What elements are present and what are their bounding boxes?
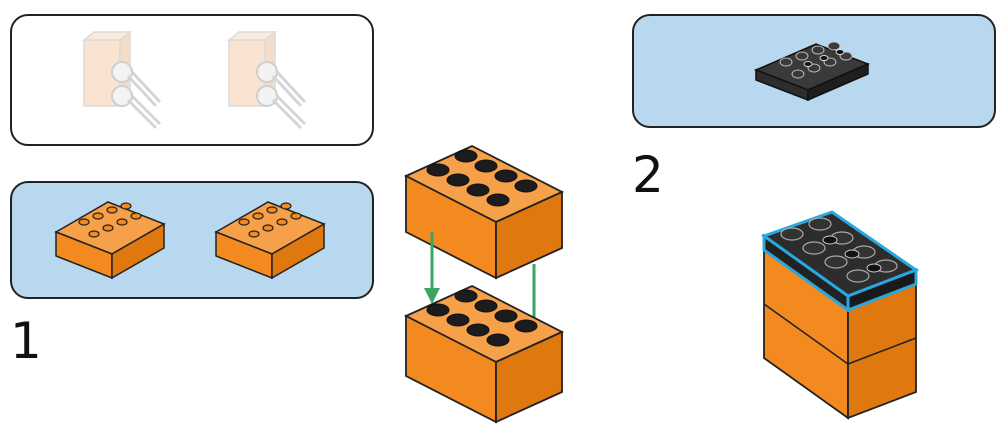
small-orange-brick-1 [54,201,166,280]
brick-stack-assembly [403,145,565,424]
green-arrow-left [424,232,440,304]
small-orange-brick-2 [214,201,326,280]
bottom-orange-brick [403,285,565,424]
small-black-plate [754,41,870,102]
assembled-stack-with-plate [760,210,920,420]
highlighted-black-plate [760,210,920,313]
faded-connector-1 [81,30,162,130]
step-number-1: 1 [10,312,42,370]
faded-parts-panel [10,14,374,146]
top-orange-brick [403,145,565,280]
faded-connector-2 [226,30,307,130]
step-number-2: 2 [632,146,664,204]
